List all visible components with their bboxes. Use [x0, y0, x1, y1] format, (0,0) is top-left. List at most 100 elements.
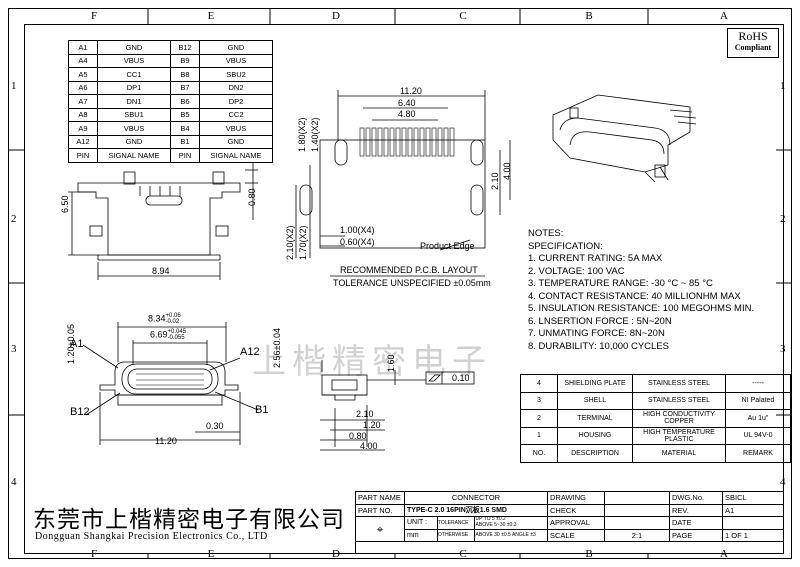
grid-row-label: 3 [780, 343, 786, 355]
grid-row-label: 2 [780, 213, 786, 225]
tb-part-name: CONNECTOR [404, 491, 548, 505]
bom-cell: 3 [520, 391, 558, 410]
dim-front-side: 0.80 [247, 188, 257, 206]
tb-label: PART NO. [355, 503, 405, 517]
pcb-layout-title: RECOMMENDED P.C.B. LAYOUT [340, 265, 478, 275]
note-item: 1. CURRENT RATING: 5A MAX [528, 253, 663, 264]
note-item: 8. DURABILITY: 10,000 CYCLES [528, 340, 669, 352]
bom-cell: UL 94V-0 [725, 426, 791, 445]
bom-cell: STAINLESS STEEL [632, 374, 726, 393]
grid-col-label: B [585, 10, 593, 22]
notes: NOTES: SPECIFICATION: 1. CURRENT RATING:… [528, 228, 754, 353]
tol3: ABOVE 30 [475, 532, 500, 539]
tb-unit: mm [404, 528, 438, 542]
note-item: 3. TEMPERATURE RANGE: -30 °C ~ 85 °C [528, 278, 713, 289]
pin-cell: SIGNAL NAME [199, 148, 273, 163]
dim-side-2-10: 2.10 [356, 409, 374, 419]
pin-cell: GND [199, 40, 273, 55]
title-block: PART NAME CONNECTOR DRAWING DWG.No. SBIC… [355, 491, 784, 554]
tb-tol3: ABOVE 30 ±0.5 ANGLE ±3 [473, 528, 549, 542]
dim-bottom-0-30: 0.30 [206, 421, 224, 431]
dim-value: 6.69 [150, 329, 168, 340]
bom-cell: TERMINAL [557, 409, 633, 428]
dim-bottom-8-34: 8.34+0.06-0.02 [148, 313, 181, 325]
grid-col-label: E [207, 548, 215, 560]
bom-cell: 2 [520, 409, 558, 428]
bom-cell: STAINLESS STEEL [632, 391, 726, 410]
grid-col-label: D [332, 10, 340, 22]
tb-label: PART NAME [355, 491, 405, 505]
dim-pcb-4-80: 4.80 [398, 109, 416, 119]
dim-value: 8.34 [148, 313, 166, 324]
angle: ±3 [530, 532, 536, 539]
tol2: ABOVE 5~30 [475, 521, 506, 528]
tol2v: ±0.3 [506, 521, 517, 528]
watermark: 上楷精密电子 [252, 342, 492, 382]
tb-label: DATE [669, 516, 723, 530]
grid-col-label: B [585, 548, 593, 560]
dim-pcb-1-00: 1.00(X4) [340, 225, 375, 235]
company-name-en: Dongguan Shangkai Precision Electronics … [35, 531, 268, 542]
rohs-title: RoHS [738, 29, 768, 43]
dim-pcb-1-70-x2: 1.70(X2) [298, 225, 308, 260]
isometric-view [552, 94, 697, 183]
tb-label: SCALE [547, 528, 605, 542]
dim-bottom-11-20: 11.20 [155, 436, 177, 446]
side-view [320, 360, 475, 451]
grid-row-label: 3 [11, 343, 17, 355]
tb-tolerance-label: TOLERANCE [437, 516, 475, 530]
bom-cell: SHIELDING PLATE [557, 374, 633, 393]
grid-col-label: C [459, 548, 467, 560]
dim-front-width: 8.94 [152, 266, 170, 276]
note-item: 2. VOLTAGE: 100 VAC [528, 265, 625, 277]
pcb-layout-view [295, 90, 511, 277]
note-item: 6. LNSERTION FORCE : 5N~20N [528, 315, 672, 327]
grid-row-label: 1 [780, 80, 786, 92]
dim-bottom-6-69: 6.69+0.045-0.055 [150, 329, 186, 341]
dim-pcb-1-40: 1.40(X2) [310, 117, 320, 152]
bom-cell: 4 [520, 374, 558, 393]
notes-subtitle: SPECIFICATION: [528, 240, 603, 252]
grid-col-label: D [332, 548, 340, 560]
dim-pcb-1-80: 1.80(X2) [297, 117, 307, 152]
grid-row-label: 4 [11, 476, 17, 488]
bom-cell: ----- [725, 374, 791, 393]
grid-row-label: 1 [11, 80, 17, 92]
dim-pcb-2-10-x2: 2.10(X2) [285, 225, 295, 260]
flatness-value: 0.10 [452, 373, 470, 383]
bom-cell: SHELL [557, 391, 633, 410]
notes-title: NOTES: [528, 228, 564, 239]
company-name-cn: 东莞市上楷精密电子有限公司 [33, 507, 345, 533]
tb-label: APPROVAL [547, 516, 605, 530]
dim-pcb-11-20: 11.20 [400, 86, 422, 96]
tb-page: 1 OF 1 [722, 528, 784, 542]
tb-scale: 2:1 [604, 528, 670, 542]
projection-symbol: ⌖ [355, 516, 405, 542]
grid-col-label: A [720, 10, 728, 22]
tol-top: +0.045 [167, 329, 187, 335]
label-b12: B12 [70, 406, 90, 418]
product-edge-label: Product Edge [420, 241, 475, 251]
bom-cell: 1 [520, 426, 558, 445]
tol-bottom: -0.055 [167, 335, 185, 341]
drawing-border [24, 24, 784, 554]
bom-cell: DESCRIPTION [557, 444, 633, 463]
dim-pcb-6-40: 6.40 [398, 98, 416, 108]
pcb-tolerance: TOLERANCE UNSPECIFIED ±0.05mm [333, 278, 491, 288]
bom-cell: NO. [520, 444, 558, 463]
dim-side-4-00: 4.00 [360, 441, 378, 451]
note-item: 5. INSULATION RESISTANCE: 100 MEGOHMS MI… [528, 303, 755, 314]
label-a1: A1 [70, 338, 84, 350]
